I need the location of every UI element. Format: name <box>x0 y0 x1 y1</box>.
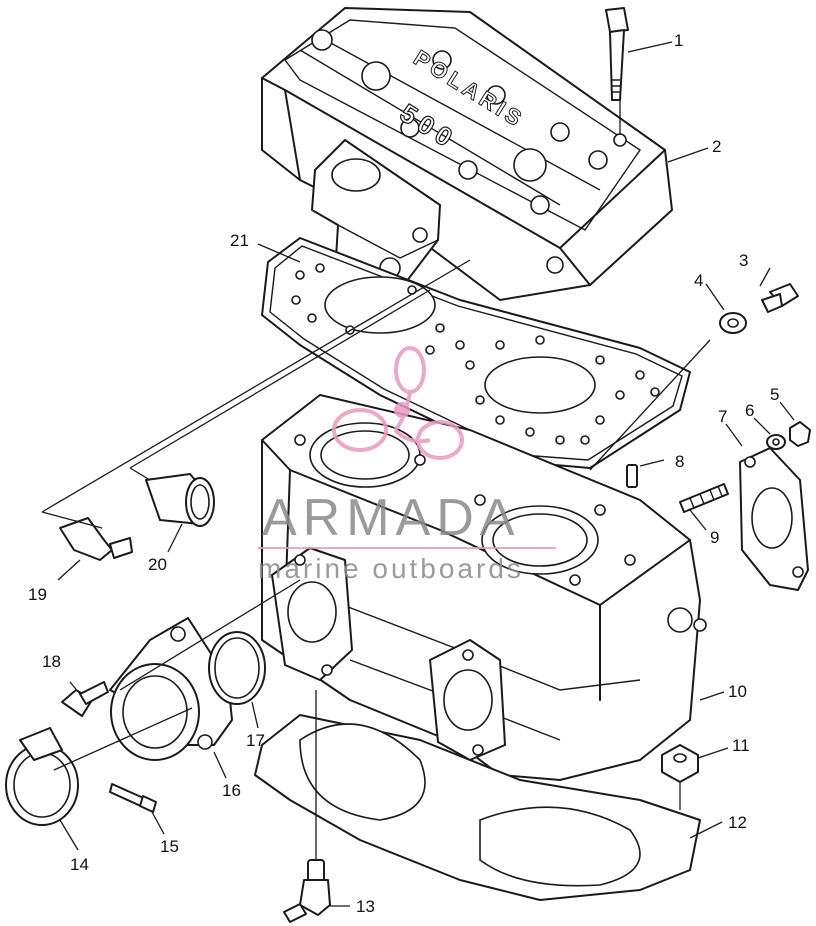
callout-labels: 1 2 3 4 5 6 7 8 9 10 11 12 13 14 15 16 1… <box>28 31 779 916</box>
callout-3: 3 <box>739 251 748 270</box>
armada-logo-icon <box>332 346 464 460</box>
callout-11: 11 <box>732 736 750 755</box>
watermark-subtitle: marine outboards <box>258 553 524 584</box>
exhaust-stud <box>679 483 729 513</box>
watermark-title: ARMADA <box>262 489 520 547</box>
callout-14: 14 <box>70 855 89 874</box>
callout-16: 16 <box>222 781 241 800</box>
exhaust-washer <box>766 434 786 450</box>
dowel-pin <box>626 464 638 488</box>
callout-2: 2 <box>712 137 721 156</box>
flange-o-ring <box>208 631 266 705</box>
callout-20: 20 <box>148 555 167 574</box>
callout-4: 4 <box>694 271 703 290</box>
callout-6: 6 <box>745 401 754 420</box>
callout-7: 7 <box>718 407 727 426</box>
callout-21: 21 <box>230 231 249 250</box>
callout-5: 5 <box>770 385 779 404</box>
exhaust-nut <box>789 421 811 447</box>
intake-flange <box>109 617 233 761</box>
armada-watermark: ARMADA marine outboards <box>258 346 556 584</box>
hose-clamp <box>5 727 79 826</box>
callout-8: 8 <box>675 452 684 471</box>
callout-13: 13 <box>356 897 375 916</box>
leader-lines <box>41 41 795 907</box>
callout-17: 17 <box>246 731 265 750</box>
sealing-washer <box>719 312 747 334</box>
cylinder-base-nut <box>661 744 699 783</box>
callout-9: 9 <box>710 528 719 547</box>
cylinder-head: POLARIS 500 <box>261 7 673 301</box>
exhaust-gasket <box>739 447 809 591</box>
callout-12: 12 <box>728 813 747 832</box>
temperature-sensor <box>59 517 133 561</box>
thermostat <box>145 473 215 527</box>
clamp-screw <box>109 783 157 813</box>
flange-bolt <box>61 681 109 717</box>
head-gasket <box>261 237 691 469</box>
base-gasket <box>254 714 701 901</box>
callout-18: 18 <box>42 652 61 671</box>
gasket-holes <box>291 263 660 445</box>
drain-plug <box>761 283 799 313</box>
callout-19: 19 <box>28 585 47 604</box>
callout-1: 1 <box>674 31 683 50</box>
callout-15: 15 <box>160 837 179 856</box>
water-fitting <box>283 859 331 923</box>
head-bolt <box>605 7 629 101</box>
callout-10: 10 <box>728 682 747 701</box>
